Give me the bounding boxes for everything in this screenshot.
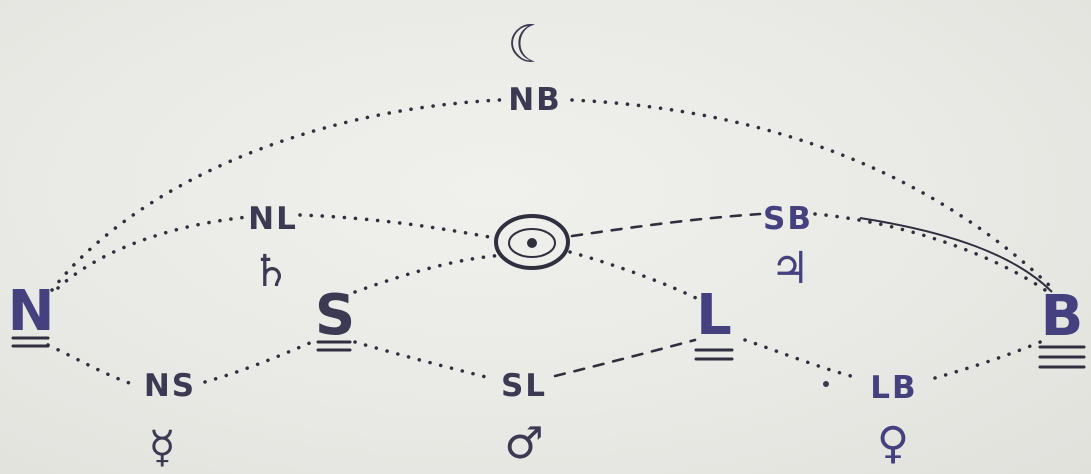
path-s-to-sl: [353, 340, 492, 380]
path-sun-to-l: [568, 250, 702, 302]
venus-icon: ♀: [877, 418, 909, 469]
path-lb-to-b: [933, 338, 1047, 380]
sl-label: SL: [501, 368, 547, 404]
saturn-icon: ♄: [251, 246, 290, 297]
path-ns-to-s: [203, 340, 314, 384]
ns-label: NS: [144, 368, 196, 404]
path-n-to-ns: [46, 343, 137, 387]
moon-label: NB: [508, 82, 562, 118]
path-nb-to-b: [570, 98, 1054, 290]
path-s-to-sun: [353, 253, 507, 294]
path-sl-to-l: [553, 338, 697, 378]
jupiter-icon: ♃: [770, 243, 809, 294]
l-node: L: [694, 283, 734, 361]
sl-node: SL ♂: [501, 368, 547, 469]
n-node: N: [8, 279, 55, 348]
sun-node: [494, 214, 570, 270]
mercury-icon: ☿: [148, 422, 175, 473]
sun-icon-inner: [508, 228, 556, 258]
path-sun-to-sb: [570, 212, 762, 238]
s-node: S: [315, 283, 355, 352]
mars-icon: ♂: [504, 418, 543, 469]
ns-node: NS ☿: [144, 368, 196, 473]
n-label: N: [8, 279, 55, 344]
nl-label: NL: [248, 201, 298, 237]
s-label: S: [315, 283, 355, 348]
path-nl-to-sun: [298, 213, 497, 240]
path-n-to-nb: [50, 98, 502, 292]
sun-icon-center: [527, 238, 537, 248]
b-node: B: [1038, 284, 1086, 369]
nl-node: NL ♄: [248, 201, 298, 297]
connection-lines: [46, 98, 1054, 387]
moon-icon: ☾: [507, 15, 554, 75]
sun-icon: [494, 214, 570, 270]
moon-node: ☾ NB: [507, 15, 562, 118]
path-sb-to-b-solid: [859, 217, 1053, 293]
path-n-to-nl: [56, 215, 250, 290]
stray-dot: [823, 381, 829, 387]
lb-label: LB: [870, 370, 917, 406]
path-l-to-lb: [743, 338, 860, 380]
b-label: B: [1041, 284, 1084, 349]
path-sb-to-b: [813, 212, 1050, 294]
sb-label: SB: [763, 201, 813, 237]
sb-node: SB ♃: [763, 201, 813, 294]
lb-node: LB ♀: [870, 370, 917, 469]
l-label: L: [696, 283, 732, 348]
